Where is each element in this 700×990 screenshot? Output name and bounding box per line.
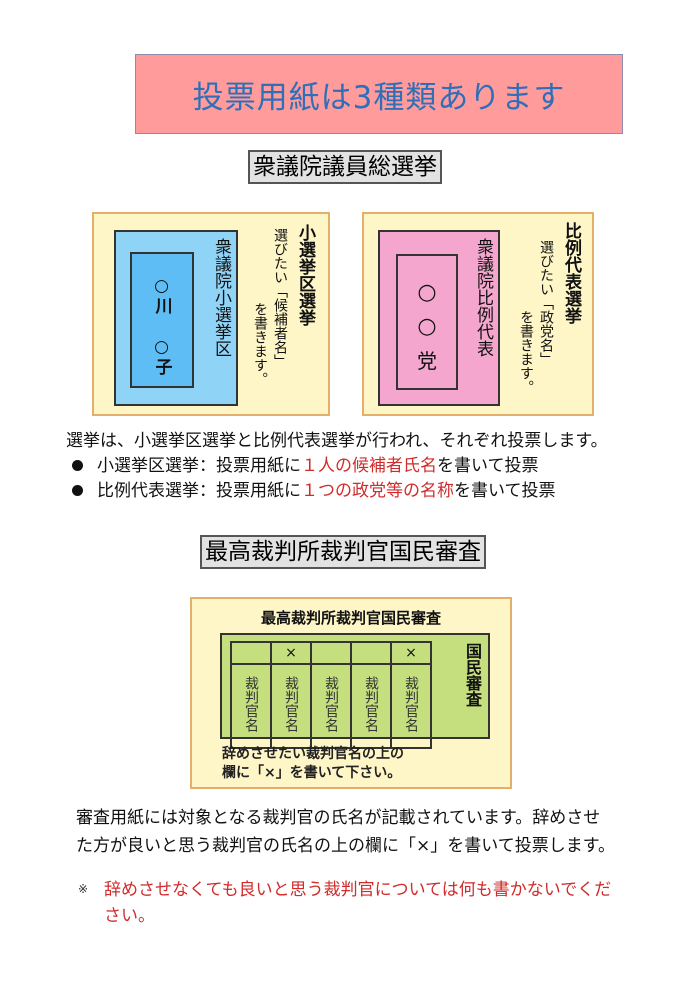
ballot-candidate-name: ○川○子 <box>151 276 172 376</box>
page-banner: 投票用紙は3種類あります <box>135 54 623 134</box>
pr-ballot-party-field: ○ ○ 党 <box>396 254 458 390</box>
pr-instruction-2: を書きます。 <box>518 310 534 394</box>
bullet-district: 小選挙区選挙：投票用紙に１人の候補者氏名を書いて投票 <box>66 454 539 478</box>
mark-cell[interactable]: × <box>270 641 312 665</box>
district-ballot-label: 衆議院小選挙区 <box>211 238 231 357</box>
pr-instruction-1: 選びたい「政党名」 <box>538 240 554 366</box>
pr-heading: 比例代表選挙 <box>561 222 581 324</box>
name-row: 裁判官名 裁判官名 裁判官名 裁判官名 裁判官名 <box>230 663 432 749</box>
judge-name-cell: 裁判官名 <box>230 663 272 749</box>
mark-row: × × <box>230 641 432 665</box>
district-ballot-name-field: ○川○子 <box>130 252 194 388</box>
district-ballot: ○川○子 衆議院小選挙区 <box>114 230 238 406</box>
election-description: 選挙は、小選挙区選挙と比例代表選挙が行われ、それぞれ投票します。 <box>66 431 608 451</box>
judge-name-cell: 裁判官名 <box>350 663 392 749</box>
judge-card-instruction: 辞めさせたい裁判官名の上の 欄に「×」を書いて下さい。 <box>222 746 404 781</box>
judge-card-heading: 最高裁判所裁判官国民審査 <box>260 609 441 627</box>
judge-description: 審査用紙には対象となる裁判官の氏名が記載されています。辞めさせ た方が良いと思う… <box>76 808 616 856</box>
mark-cell[interactable] <box>310 641 352 665</box>
judge-name-cell: 裁判官名 <box>390 663 432 749</box>
judge-name-cell: 裁判官名 <box>310 663 352 749</box>
mark-cell[interactable]: × <box>390 641 432 665</box>
bullet-icon <box>72 485 83 496</box>
mark-cell[interactable] <box>350 641 392 665</box>
bullet-pr: 比例代表選挙：投票用紙に１つの政党等の名称を書いて投票 <box>66 479 556 503</box>
banner-title: 投票用紙は3種類あります <box>192 79 566 116</box>
judge-note: 辞めさせなくても良いと思う裁判官については何も書かないでくだ さい。 <box>104 880 612 926</box>
judge-ballot-table: × × 裁判官名 裁判官名 裁判官名 裁判官名 裁判官名 <box>230 641 432 749</box>
note-mark: ※ <box>78 882 89 896</box>
bullet-icon <box>72 460 83 471</box>
district-ballot-card: ○川○子 衆議院小選挙区 小選挙区選挙 選びたい「候補者名」 を書きます。 <box>92 212 330 416</box>
pr-ballot-label: 衆議院比例代表 <box>473 238 493 357</box>
judge-name-cell: 裁判官名 <box>270 663 312 749</box>
section-title-judge-review: 最高裁判所裁判官国民審査 <box>200 535 486 569</box>
mark-cell[interactable] <box>230 641 272 665</box>
district-instruction-2: を書きます。 <box>252 302 268 386</box>
judge-review-card: 最高裁判所裁判官国民審査 × × 裁判官名 裁判官名 裁判官名 裁判官名 裁判官… <box>190 597 512 789</box>
pr-ballot-card: ○ ○ 党 衆議院比例代表 比例代表選挙 選びたい「政党名」 を書きます。 <box>362 212 594 416</box>
district-instruction-1: 選びたい「候補者名」 <box>272 228 288 368</box>
pr-ballot: ○ ○ 党 衆議院比例代表 <box>378 230 500 406</box>
section-title-house-election: 衆議院議員総選挙 <box>248 150 442 184</box>
district-heading: 小選挙区選挙 <box>295 224 315 326</box>
ballot-party-name: ○ ○ 党 <box>417 280 437 373</box>
judge-ballot-sheet: × × 裁判官名 裁判官名 裁判官名 裁判官名 裁判官名 国民審査 <box>220 633 490 749</box>
judge-side-label: 国民審査 <box>463 643 482 707</box>
